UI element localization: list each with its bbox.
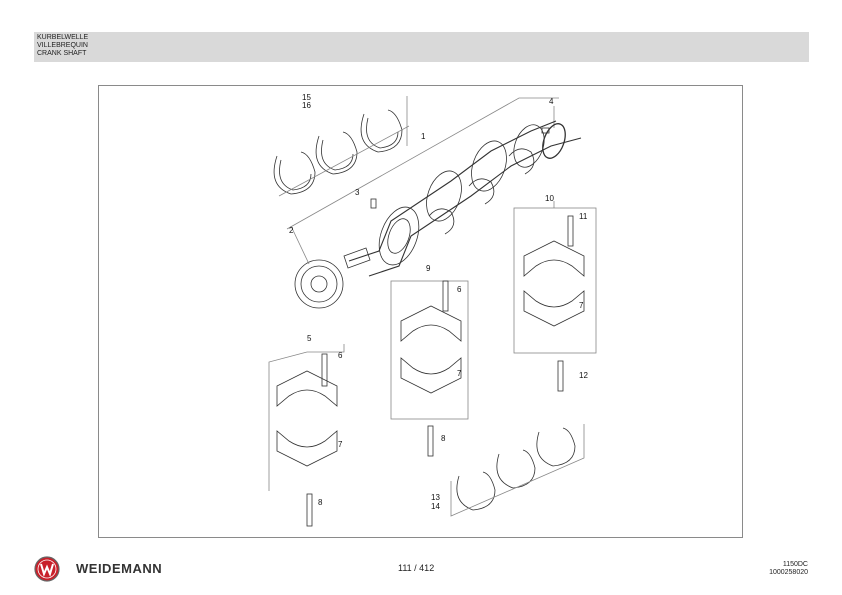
conrod-bearing-cap-right [523,215,585,392]
header-title-en: CRANK SHAFT [37,50,87,57]
callout-5: 5 [307,334,312,343]
callout-14: 14 [431,502,440,511]
crankshaft [343,120,582,277]
callout-2: 2 [289,226,294,235]
callout-7-left: 7 [338,440,343,449]
header-band: KURBELWELLE VILLEBREQUIN CRANK SHAFT [34,32,809,62]
callout-11: 11 [579,212,588,221]
callout-9: 9 [426,264,431,273]
bearing-shells-top-left [273,96,410,197]
conrod-bearing-cap-middle [400,280,462,457]
crank-gear [290,225,344,309]
callout-13: 13 [431,493,440,502]
document-code-line-2: 1000258020 [769,569,808,576]
callout-7-middle: 7 [457,369,462,378]
document-code: 1150DC 1000258020 [769,561,808,577]
callout-1: 1 [421,132,426,141]
header-title-de: KURBELWELLE [37,34,89,41]
callout-7-right: 7 [579,301,584,310]
callout-12: 12 [579,371,588,380]
callout-3: 3 [355,188,360,197]
callout-4: 4 [549,97,554,106]
callout-6-middle: 6 [457,285,462,294]
parts-diagram [268,96,597,527]
callout-10: 10 [545,194,554,203]
callout-8-left: 8 [318,498,323,507]
weidemann-logo-icon [34,556,60,582]
callout-16: 16 [302,101,311,110]
page-number: 111 / 412 [398,563,435,573]
callout-8-middle: 8 [441,434,446,443]
callout-15: 15 [302,93,311,102]
callout-6-left: 6 [338,351,343,360]
conrod-bearing-cap-left [276,353,338,527]
bearing-shells-bottom-right [450,424,585,517]
parts-diagram-frame: 15 16 1 4 3 2 9 10 11 6 7 5 6 7 12 8 8 1… [98,85,743,538]
brand-name: WEIDEMANN [76,561,163,576]
document-code-line-1: 1150DC [782,561,808,568]
header-title-fr: VILLEBREQUIN [37,42,88,49]
